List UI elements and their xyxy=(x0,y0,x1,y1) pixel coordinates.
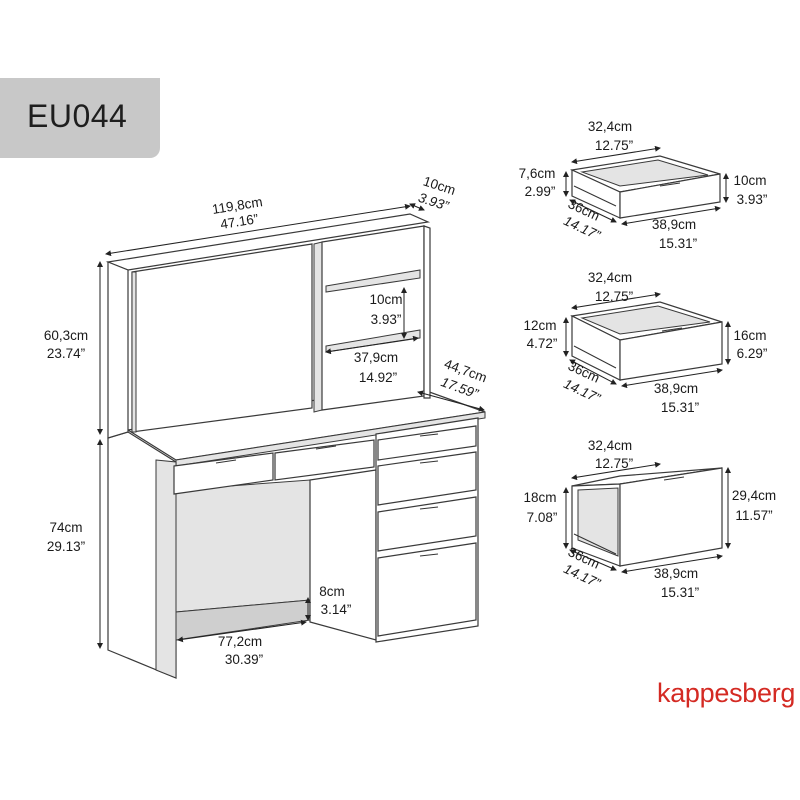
drawer3-front-height-cm: 29,4cm xyxy=(732,488,776,503)
drawer3-width-cm: 32,4cm xyxy=(588,438,632,453)
drawer1-front-width-in: 15.31” xyxy=(659,236,697,251)
drawer2-front-height-in: 6.29” xyxy=(737,346,768,361)
drawer2-inner-height-cm: 12cm xyxy=(523,318,556,333)
drawer3-inner-height-cm: 18cm xyxy=(523,490,556,505)
drawer1-front-height-cm: 10cm xyxy=(733,173,766,188)
leg-space-in: 30.39” xyxy=(225,652,263,667)
desk-height-in: 29.13” xyxy=(47,539,85,554)
vanity-desk-illustration xyxy=(105,213,486,679)
hutch-height-cm: 60,3cm xyxy=(44,328,88,343)
shelf-height-cm: 10cm xyxy=(369,292,402,307)
drawer1-inner-height-in: 2.99” xyxy=(525,184,556,199)
drawer1-width-cm: 32,4cm xyxy=(588,119,632,134)
drawer2-width-cm: 32,4cm xyxy=(588,270,632,285)
leg-space-cm: 77,2cm xyxy=(218,634,262,649)
base-height-cm: 8cm xyxy=(319,584,345,599)
drawer1-inner-height-cm: 7,6cm xyxy=(519,166,556,181)
product-code: EU044 xyxy=(27,98,128,134)
desk-width-in: 47.16” xyxy=(219,211,259,232)
desk-height-cm: 74cm xyxy=(49,520,82,535)
drawer1-front-height-in: 3.93” xyxy=(737,192,768,207)
hutch-height-in: 23.74” xyxy=(47,346,85,361)
drawer3-front-width-cm: 38,9cm xyxy=(654,566,698,581)
drawer2-front-width-cm: 38,9cm xyxy=(654,381,698,396)
shelf-width-cm: 37,9cm xyxy=(354,350,398,365)
shelf-height-in: 3.93” xyxy=(371,312,402,327)
drawer-large-dimensions: 32,4cm 12.75” 18cm 7.08” 36cm 14.17” 38,… xyxy=(523,438,776,600)
drawer3-inner-height-in: 7.08” xyxy=(527,510,558,525)
drawer-large-illustration xyxy=(571,467,723,567)
drawer3-front-width-in: 15.31” xyxy=(661,585,699,600)
base-height-in: 3.14” xyxy=(321,602,352,617)
drawer1-width-in: 12.75” xyxy=(595,138,633,153)
drawer2-width-in: 12.75” xyxy=(595,289,633,304)
drawer2-inner-height-in: 4.72” xyxy=(527,336,558,351)
drawer1-front-width-cm: 38,9cm xyxy=(652,217,696,232)
product-code-box: EU044 xyxy=(0,78,160,158)
drawer3-width-in: 12.75” xyxy=(595,456,633,471)
drawer2-front-width-in: 15.31” xyxy=(661,400,699,415)
shelf-width-in: 14.92” xyxy=(359,370,397,385)
drawer3-front-height-in: 11.57” xyxy=(735,508,772,523)
drawer2-front-height-cm: 16cm xyxy=(733,328,766,343)
brand-logo: kappesberg xyxy=(657,678,796,708)
